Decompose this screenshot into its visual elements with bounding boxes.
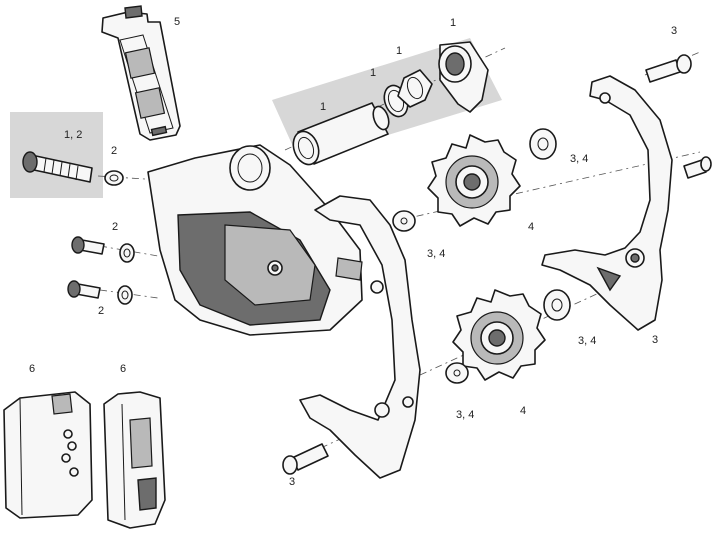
battery-housing-part xyxy=(103,391,166,529)
callout-label: 4 xyxy=(520,405,526,417)
pivot-kit-part xyxy=(292,41,489,166)
callout-label: 3, 4 xyxy=(456,409,474,421)
callout-label: 3, 4 xyxy=(570,153,588,165)
mounting-bolt-upper-part xyxy=(71,236,135,263)
callout-label: 2 xyxy=(112,221,118,233)
callout-label: 3 xyxy=(652,334,658,346)
callout-label: 1 xyxy=(320,101,326,113)
derailleur-body-part xyxy=(147,144,363,336)
callout-label: 6 xyxy=(29,363,35,375)
callout-label: 2 xyxy=(111,145,117,157)
battery-part xyxy=(3,391,93,519)
lower-pulley-part xyxy=(452,289,546,381)
callout-label: 6 xyxy=(120,363,126,375)
callout-label: 1, 2 xyxy=(64,129,82,141)
callout-label: 2 xyxy=(98,305,104,317)
limit-bolt-part xyxy=(22,151,93,183)
callout-label: 1 xyxy=(370,67,376,79)
callout-label: 3 xyxy=(671,25,677,37)
callout-label: 3, 4 xyxy=(427,248,445,260)
cage-bolt-upper-part xyxy=(645,54,692,83)
highlight-panel-bolt-kit xyxy=(10,112,103,198)
callout-label: 3, 4 xyxy=(578,335,596,347)
upper-pulley-part xyxy=(427,134,521,227)
cage-bolt-lower-part xyxy=(282,443,329,475)
washer-nut-part xyxy=(104,170,124,186)
callout-label: 4 xyxy=(528,221,534,233)
callout-label: 1 xyxy=(396,45,402,57)
pulley-washers-part xyxy=(392,128,571,384)
inner-cage-plate-part xyxy=(541,75,673,331)
cage-pin-part xyxy=(683,156,712,179)
callout-label: 5 xyxy=(174,16,180,28)
mounting-bolt-lower-part xyxy=(67,280,133,305)
outer-cage-plate-part xyxy=(299,195,421,479)
callout-labels: 5 1 1 1 1 3 1, 2 2 3, 4 2 4 3, 4 2 3 3, … xyxy=(29,16,677,488)
callout-label: 1 xyxy=(450,17,456,29)
battery-cover-part xyxy=(101,5,181,141)
callout-label: 3 xyxy=(289,476,295,488)
